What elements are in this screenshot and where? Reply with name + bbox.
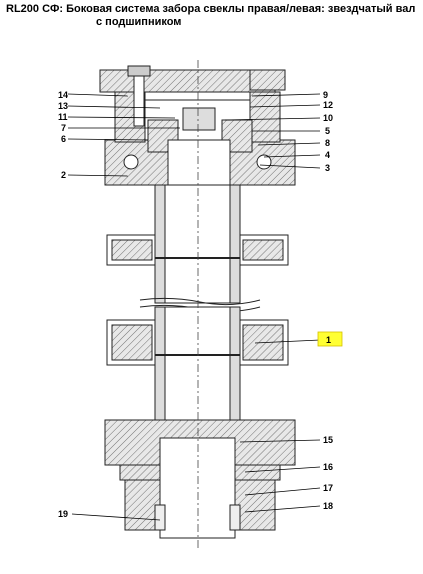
shaft-wall-left-lower (154, 306, 166, 421)
callout-5: 5 (325, 126, 330, 136)
center-nut (182, 107, 216, 131)
callout-17: 17 (323, 483, 333, 493)
callout-18: 18 (323, 501, 333, 511)
hub (167, 139, 231, 186)
title-line-1: RL200 СФ: Боковая система забора свеклы … (6, 3, 416, 15)
callout-11: 11 (58, 112, 68, 122)
callout-15: 15 (323, 435, 333, 445)
lower-bolt-right (229, 504, 241, 531)
top-housing-plate (99, 69, 276, 93)
callout-6: 6 (61, 134, 66, 144)
callout-14: 14 (58, 90, 68, 100)
callout-4: 4 (325, 150, 330, 160)
shaft-wall-right-upper (229, 184, 241, 304)
callout-12: 12 (323, 100, 333, 110)
callout-10: 10 (323, 113, 333, 123)
shaft-lower (154, 306, 241, 421)
right-bearing-wall (249, 91, 281, 143)
shaft-wall-right-lower (229, 306, 241, 421)
callout-1: 1 (326, 335, 331, 345)
callout-13: 13 (58, 101, 68, 111)
lower-bolt-left (154, 504, 166, 531)
shaft-upper (154, 184, 241, 304)
callout-1-highlight (317, 331, 343, 347)
bolt-shaft (133, 75, 145, 127)
callout-19: 19 (58, 509, 68, 519)
bolt-head (127, 65, 151, 77)
callout-8: 8 (325, 138, 330, 148)
callout-2: 2 (61, 170, 66, 180)
callout-9: 9 (323, 90, 328, 100)
callout-7: 7 (61, 123, 66, 133)
callout-3: 3 (325, 163, 330, 173)
callout-16: 16 (323, 462, 333, 472)
break-line-upper (139, 297, 261, 306)
shaft-wall-left-upper (154, 184, 166, 304)
diagram-title: RL200 СФ: Боковая система забора свеклы … (6, 3, 421, 29)
lower-bore (159, 437, 236, 539)
right-frame-beam (249, 69, 286, 91)
seal-ring-left (123, 154, 139, 170)
title-line-2: с подшипником (96, 16, 182, 28)
